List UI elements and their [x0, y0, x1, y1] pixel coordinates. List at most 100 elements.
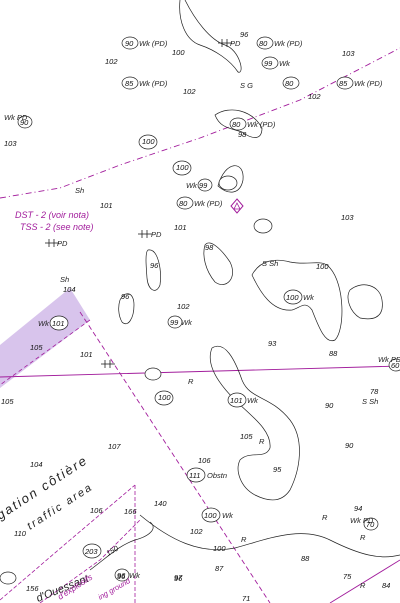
wreck-label: Obstn: [207, 471, 227, 480]
sounding: 96: [174, 574, 183, 583]
depth-contour: [179, 0, 242, 73]
wreck-label: Wk: [38, 319, 50, 328]
circled-depth: 80: [179, 199, 188, 208]
tss-boundary-line: [0, 47, 400, 199]
sounding: 102: [190, 527, 203, 536]
sounding: 78: [370, 387, 379, 396]
zone-boundary-dash-2: [0, 319, 91, 386]
depth-contour-11: [89, 521, 154, 571]
sounding: 105: [1, 397, 14, 406]
sounding: 95: [273, 465, 282, 474]
depth-contour-2: [214, 109, 263, 138]
sounding: 140: [154, 499, 167, 508]
dumping-label: ing ground: [97, 576, 133, 602]
depth-contour-3: [217, 165, 244, 193]
sounding: 156: [26, 584, 39, 593]
sounding: 105: [240, 432, 253, 441]
wreck-label: Wk: [279, 59, 291, 68]
sounding: 88: [301, 554, 310, 563]
sounding: 93: [268, 339, 277, 348]
sounding: 104: [30, 460, 43, 469]
sounding: 106: [90, 506, 103, 515]
tss-line-east: [329, 559, 400, 603]
circled-depth: 100: [286, 293, 299, 302]
sounding: 102: [308, 92, 321, 101]
wreck-symbols: [45, 39, 232, 368]
circled-depth: 99: [199, 181, 208, 190]
tss-label: TSS - 2 (see note): [20, 222, 94, 232]
circled-depth: 100: [204, 511, 217, 520]
sounding: 107: [108, 442, 121, 451]
sounding: 94: [354, 504, 362, 513]
wreck-label: Wk (PD): [139, 39, 168, 48]
wreck-label: Wk: [247, 396, 259, 405]
inshore-zone-fill: [0, 288, 90, 388]
contour-label-150: 150: [105, 543, 121, 557]
circled-depth: 80: [259, 39, 268, 48]
seabed-code: R: [241, 535, 247, 544]
sounding: 98: [238, 130, 247, 139]
circled-sounding-depths: 90 85 80 99 80 85 90 80 99 80 101 99 100…: [20, 39, 400, 580]
wreck-label: Wk: [186, 181, 198, 190]
soundings: 96 102 102 100 103 102 103 100 98 100 10…: [1, 30, 390, 603]
sounding: 100: [142, 137, 155, 146]
circled-depth: 203: [84, 547, 98, 556]
sounding: 103: [4, 139, 17, 148]
wreck-label: Wk (PD): [194, 199, 223, 208]
sounding: 88: [329, 349, 338, 358]
explosives-area-line: [0, 484, 136, 601]
depth-contour-7: [251, 259, 343, 342]
sounding: 110: [14, 529, 27, 538]
sounding: 102: [105, 57, 118, 66]
sounding: 166: [124, 507, 137, 516]
wreck-label: Wk: [303, 293, 315, 302]
sounding: 75: [343, 572, 352, 581]
sounding: 96: [117, 572, 126, 581]
explosives-area-line-2: [39, 519, 141, 603]
seabed-code: R: [360, 533, 366, 542]
wreck-label: Wk PD: [378, 355, 400, 364]
seabed-code: S G: [240, 81, 253, 90]
sounding: 71: [242, 594, 250, 603]
sounding: 96: [240, 30, 249, 39]
sounding: 102: [177, 302, 190, 311]
depth-contour-6: [118, 293, 135, 325]
seabed-code: R: [360, 581, 366, 590]
wreck-label: Wk: [222, 511, 234, 520]
zone-boundary-dash: [79, 311, 271, 603]
wreck-label: Wk (PD): [247, 120, 276, 129]
circled-depth: 85: [125, 79, 134, 88]
circled-depth: 99: [264, 59, 273, 68]
circled-depth: 101: [52, 319, 65, 328]
sounding: 103: [342, 49, 355, 58]
depth-contour-4: [203, 242, 233, 285]
pd-label: PD: [151, 230, 162, 239]
sounding: 100: [176, 163, 189, 172]
circled-depth: 101: [230, 396, 243, 405]
wreck-label: Wk: [129, 571, 141, 580]
danger-marker: [230, 198, 244, 214]
wreck-label: Wk (PD): [274, 39, 303, 48]
wreck-label: Wk (PD): [139, 79, 168, 88]
circled-depth: 60: [391, 361, 400, 370]
seabed-code: S Sh: [262, 259, 278, 268]
sounding: 102: [183, 87, 196, 96]
wreck-label: Wk: [181, 318, 193, 327]
circled-depth: 90: [20, 118, 29, 127]
wreck-label: Wk PD: [4, 113, 28, 122]
tss-boundary-line-2: [0, 365, 400, 378]
seabed-code: R: [188, 377, 194, 386]
sounding: 96: [150, 261, 159, 270]
sounding: 90: [345, 441, 354, 450]
contour-label-100: 100: [213, 544, 226, 553]
sounding: 101: [100, 201, 113, 210]
sounding: 100: [158, 393, 171, 402]
dst-label: DST - 2 (voir nota): [15, 210, 89, 220]
seabed-code: R: [259, 437, 265, 446]
seabed-code: Sh: [75, 186, 84, 195]
depth-contour-10: [139, 514, 400, 558]
seabed-code: R: [322, 513, 328, 522]
circled-sounding-labels: Wk (PD) Wk (PD) Wk (PD) Wk Wk (PD) Wk PD…: [4, 39, 400, 580]
